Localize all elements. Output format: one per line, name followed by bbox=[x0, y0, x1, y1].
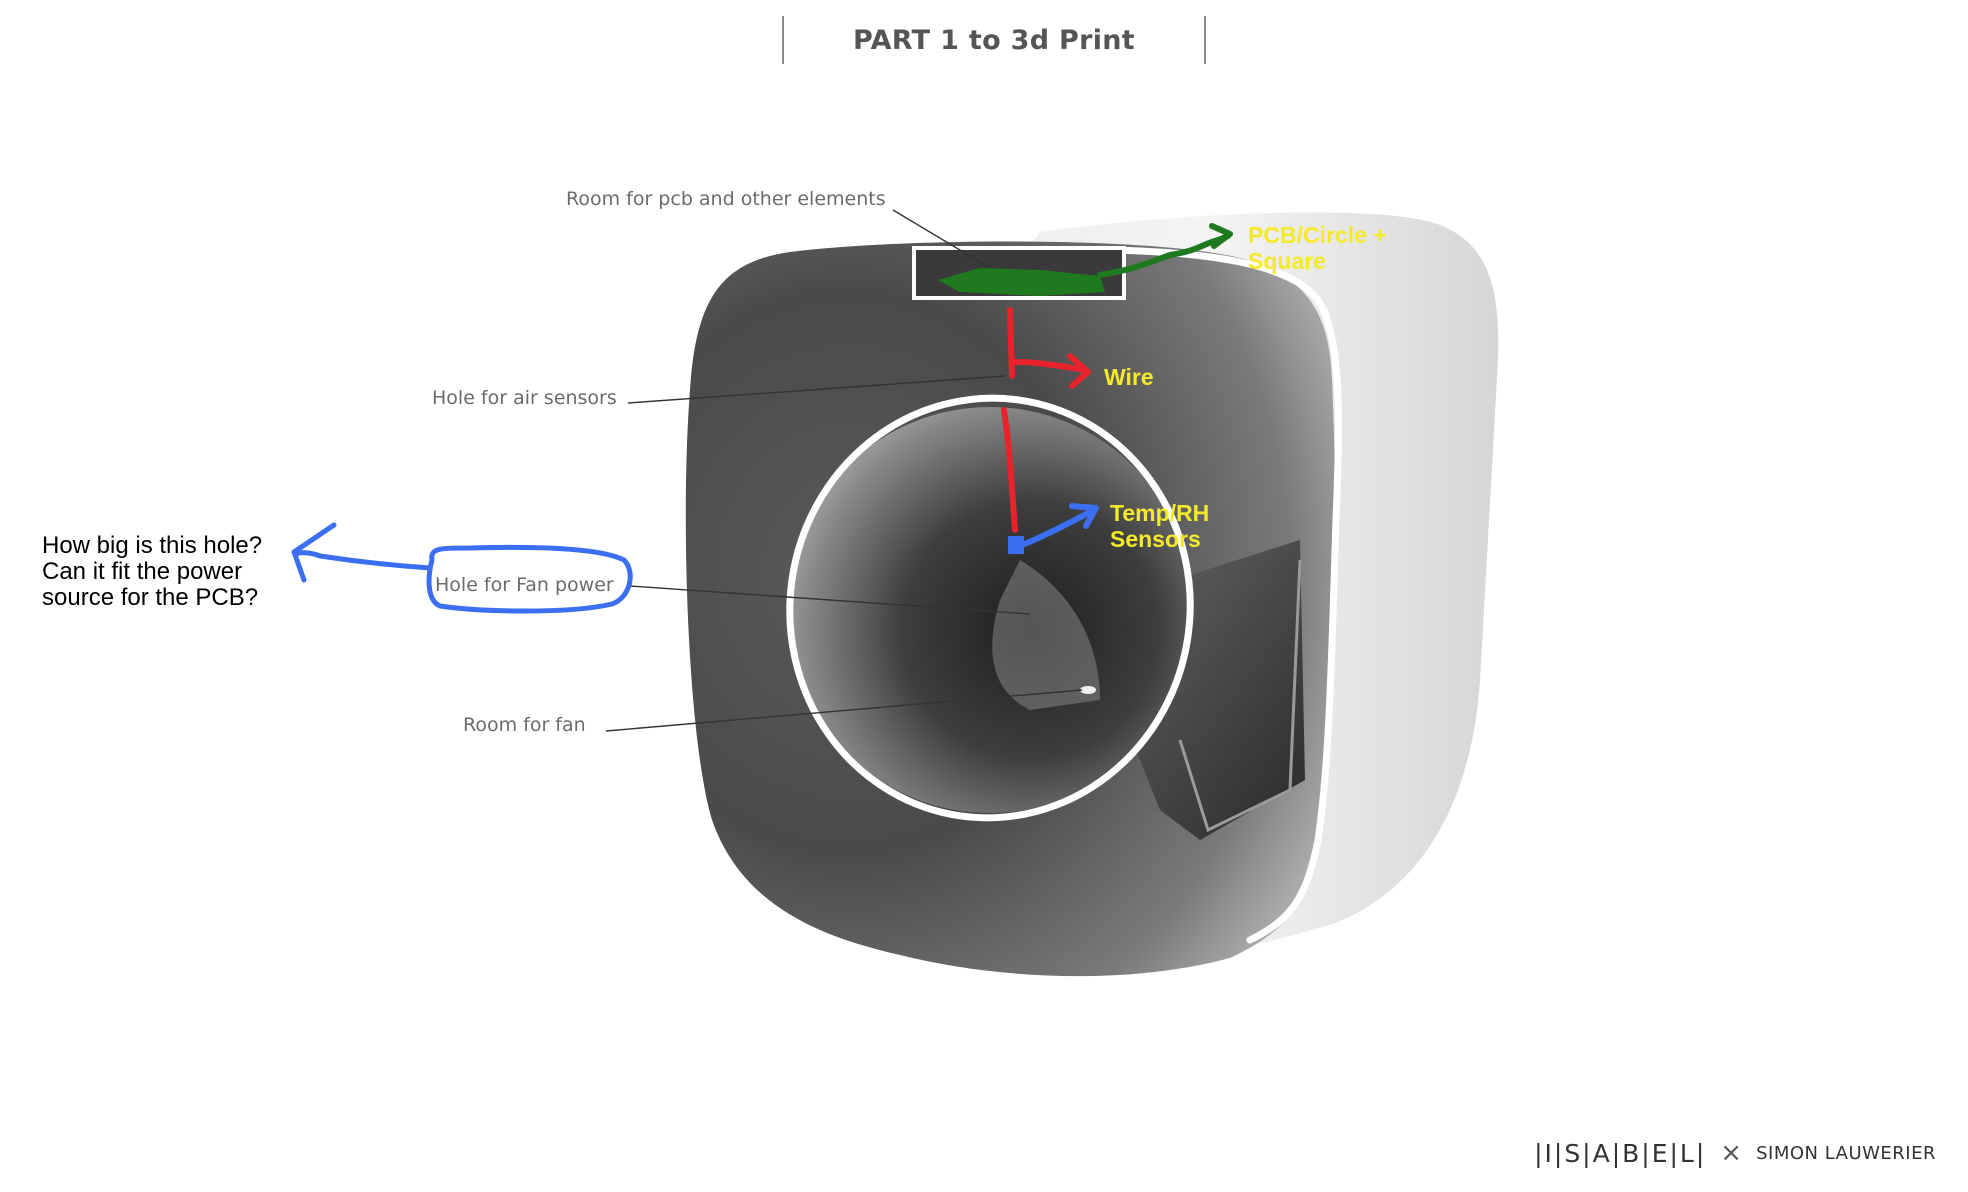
label-air-sensors: Hole for air sensors bbox=[432, 387, 617, 409]
fan-power-circle bbox=[426, 544, 633, 614]
tube-inner-shading bbox=[992, 560, 1100, 710]
leader-fan bbox=[605, 689, 1083, 732]
leader-air bbox=[627, 375, 1006, 404]
page-title: PART 1 to 3d Print bbox=[852, 24, 1136, 56]
pcb-marker bbox=[938, 268, 1105, 296]
label-fan-room: Room for fan bbox=[463, 714, 586, 736]
label-fan-power: Hole for Fan power bbox=[435, 574, 614, 596]
sensor-arrow bbox=[1019, 509, 1093, 548]
annotation-sensors-line1: Temp/RH bbox=[1110, 500, 1210, 526]
annotation-pcb-line2: Square bbox=[1248, 248, 1326, 274]
title-frame: PART 1 to 3d Print bbox=[782, 16, 1206, 64]
annotation-sensors-line2: Sensors bbox=[1110, 526, 1201, 552]
tube-rim bbox=[786, 394, 1194, 822]
author-name: SIMON LAUWERIER bbox=[1756, 1142, 1936, 1164]
pcb-arrow-head bbox=[1209, 223, 1233, 249]
pcb-arrow bbox=[1097, 233, 1231, 278]
footer-branding: |I|S|A|B|E|L| × SIMON LAUWERIER bbox=[1534, 1138, 1936, 1168]
annotation-wire: Wire bbox=[1104, 364, 1154, 390]
sensor-marker bbox=[1008, 536, 1024, 554]
times-separator: × bbox=[1720, 1138, 1743, 1168]
question-arrow-head bbox=[291, 522, 337, 583]
leader-fanpower bbox=[629, 585, 1031, 615]
sensor-arrow-head bbox=[1069, 503, 1099, 529]
label-pcb-room: Room for pcb and other elements bbox=[566, 188, 886, 210]
leader-pcb bbox=[892, 209, 991, 269]
question-arrow bbox=[293, 550, 433, 571]
wire-marker bbox=[1007, 307, 1088, 379]
question-line2: Can it fit the power bbox=[42, 558, 243, 585]
annotation-sensors: Temp/RH Sensors bbox=[1110, 500, 1209, 552]
brand-logo: |I|S|A|B|E|L| bbox=[1534, 1138, 1707, 1168]
wire-down bbox=[1001, 407, 1018, 533]
annotation-pcb-line1: PCB/Circle + bbox=[1248, 222, 1387, 248]
question-line3: source for the PCB? bbox=[42, 584, 259, 611]
annotation-pcb: PCB/Circle + Square bbox=[1248, 222, 1387, 274]
device-front-rim bbox=[1108, 246, 1342, 944]
question-line1: How big is this hole? bbox=[42, 532, 263, 559]
fan-hole-highlight bbox=[1080, 686, 1096, 694]
wire-arrow-head bbox=[1067, 353, 1091, 389]
question-note: How big is this hole? Can it fit the pow… bbox=[42, 533, 262, 611]
inner-cavity-edge bbox=[1178, 559, 1302, 833]
